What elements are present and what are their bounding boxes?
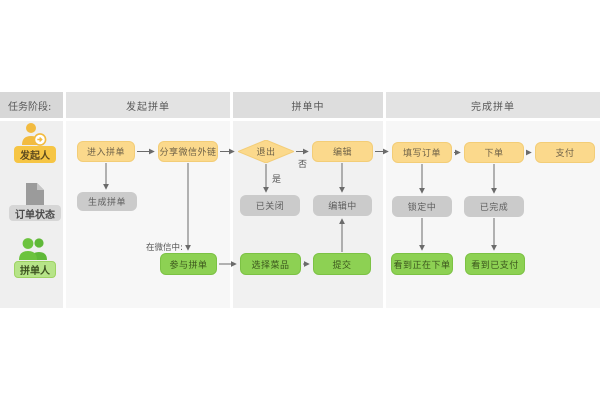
edge-label-no: 否 [298, 160, 308, 170]
node-closed: 已关闭 [240, 195, 300, 216]
phase-header-in-progress: 拼单中 [233, 92, 383, 118]
node-edit: 编辑 [312, 141, 373, 162]
edge-label-yes: 是 [272, 175, 282, 185]
node-editing: 编辑中 [313, 195, 372, 216]
person-plus-icon [22, 123, 47, 146]
node-choose-dishes: 选择菜品 [240, 253, 301, 275]
document-icon [26, 183, 44, 205]
diamond-shape [238, 140, 294, 163]
role-badge-initiator: 发起人 [14, 146, 56, 163]
role-badge-participant: 拼单人 [14, 261, 56, 278]
node-see-paid: 看到已支付 [465, 253, 525, 275]
node-share-wechat-link: 分享微信外链 [158, 141, 218, 162]
node-submit: 提交 [313, 253, 371, 275]
node-enter-group-order: 进入拼单 [77, 141, 135, 162]
edge-label-in-wechat: 在微信中: [146, 243, 183, 253]
node-join-group-order: 参与拼单 [160, 253, 217, 275]
phase-header-initiate: 发起拼单 [66, 92, 230, 118]
node-completed: 已完成 [464, 196, 524, 217]
node-place-order: 下单 [464, 142, 524, 163]
decision-exit: 退出 [238, 140, 294, 163]
phase-header-task-stages: 任务阶段: [0, 92, 63, 118]
node-fill-order: 填写订单 [392, 142, 452, 163]
node-order-created: 生成拼单 [77, 192, 137, 211]
group-icon [19, 238, 47, 260]
role-badge-order-status: 订单状态 [9, 205, 61, 221]
decision-exit-label: 退出 [256, 148, 276, 158]
node-see-ordering: 看到正在下单 [391, 253, 453, 275]
node-pay: 支付 [535, 142, 595, 163]
phase-header-complete: 完成拼单 [386, 92, 600, 118]
node-locked: 锁定中 [392, 196, 452, 217]
